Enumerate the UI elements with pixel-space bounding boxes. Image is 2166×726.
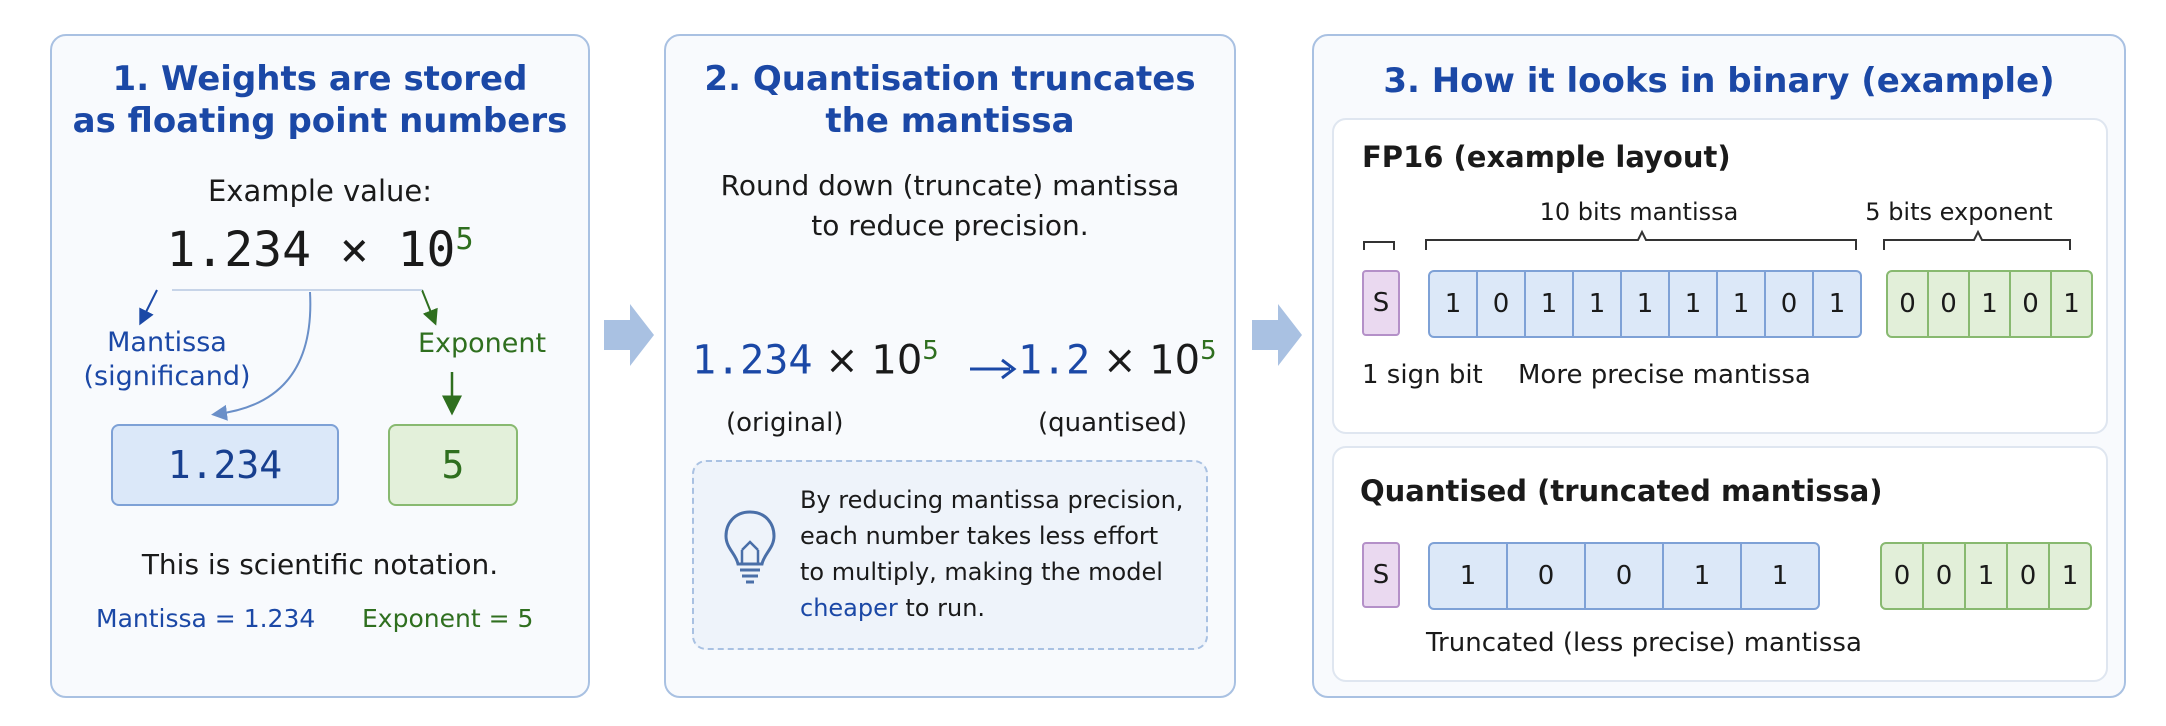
- quantised-mantissa-bit-4: 1: [1662, 542, 1742, 610]
- mantissa-label-line1: Mantissa: [107, 327, 227, 358]
- original-caption: (original): [726, 408, 844, 438]
- example-value-base: 1.234 × 10: [166, 222, 456, 278]
- panel2-description: Round down (truncate) mantissa to reduce…: [666, 166, 1234, 246]
- fp16-sign-caption: 1 sign bit: [1362, 360, 1483, 390]
- fp16-section: FP16 (example layout) 10 bits mantissa 5…: [1332, 118, 2108, 434]
- note-line3: to multiply, making the model: [800, 558, 1163, 586]
- fp16-mantissa-bit-9: 1: [1812, 270, 1862, 338]
- example-label: Example value:: [207, 174, 432, 208]
- panel1-title-line1: 1. Weights are stored: [112, 59, 528, 99]
- quantised-rest: × 10: [1102, 337, 1201, 384]
- example-value-exponent: 5: [455, 222, 474, 257]
- fp16-mantissa-bit-1: 1: [1428, 270, 1478, 338]
- fp16-exponent-bit-4: 0: [2009, 270, 2052, 338]
- fp16-braces: [1363, 229, 2071, 250]
- panel-floating-point: 1. Weights are stored as floating point …: [50, 34, 590, 698]
- quantised-exponent: 5: [1200, 336, 1217, 366]
- panel-binary: 3. How it looks in binary (example) FP16…: [1312, 34, 2126, 698]
- fp16-mantissa-bit-4: 1: [1572, 270, 1622, 338]
- exponent-label: Exponent: [417, 328, 547, 359]
- fp16-exponent-bit-2: 0: [1927, 270, 1970, 338]
- fp16-mantissa-bit-6: 1: [1668, 270, 1718, 338]
- mantissa-equation: Mantissa = 1.234: [96, 604, 316, 633]
- quantised-mantissa: 1.2: [1018, 337, 1091, 384]
- scientific-notation-note: This is scientific notation.: [141, 548, 499, 581]
- panel-quantisation: 2. Quantisation truncates the mantissa R…: [664, 34, 1236, 698]
- note-tail: to run.: [905, 594, 986, 622]
- note-line4: cheaper to run.: [800, 590, 1183, 626]
- panel2-desc-line1: Round down (truncate) mantissa: [720, 169, 1180, 202]
- fp16-mantissa-bit-7: 1: [1716, 270, 1766, 338]
- mantissa-curve-arrow: [211, 291, 312, 421]
- quantised-mantissa-bit-2: 0: [1506, 542, 1586, 610]
- fp16-mantissa-bit-2: 0: [1476, 270, 1526, 338]
- mantissa-pointer-arrow: [139, 289, 158, 326]
- quantised-exponent-bit-5: 1: [2048, 542, 2092, 610]
- original-rest: × 10: [825, 337, 923, 384]
- fp16-mantissa-bit-8: 0: [1764, 270, 1814, 338]
- original-value: 1.234 × 105: [692, 336, 939, 383]
- fp16-mantissa-caption: More precise mantissa: [1518, 360, 1811, 390]
- mantissa-label-line2: (significand): [83, 361, 251, 392]
- panel3-title: 3. How it looks in binary (example): [1383, 61, 2055, 101]
- exponent-equation: Exponent = 5: [362, 604, 534, 633]
- panel1-title-line2: as floating point numbers: [72, 101, 568, 141]
- exponent-box: 5: [388, 424, 518, 506]
- fp16-mantissa-bit-3: 1: [1524, 270, 1574, 338]
- panel1-title: 1. Weights are stored as floating point …: [52, 58, 588, 142]
- mantissa-label: Mantissa (significand): [72, 326, 262, 394]
- quantised-value: 1.2 × 105: [1018, 336, 1217, 383]
- transform-arrow-icon: [970, 358, 1017, 380]
- quantised-heading: Quantised (truncated mantissa): [1360, 474, 1883, 508]
- mantissa-box: 1.234: [111, 424, 339, 506]
- fp16-exponent-bit-1: 0: [1886, 270, 1929, 338]
- panel2-title-line2: the mantissa: [825, 101, 1075, 141]
- lightbulb-icon: [724, 510, 776, 584]
- fp16-mantissa-brace-label: 10 bits mantissa: [1539, 198, 1739, 226]
- panel2-title-line1: 2. Quantisation truncates: [704, 59, 1196, 99]
- note-line1: By reducing mantissa precision,: [800, 486, 1184, 514]
- quantised-exponent-bit-4: 0: [2006, 542, 2050, 610]
- quantised-mantissa-bit-3: 0: [1584, 542, 1664, 610]
- panel2-desc-line2: to reduce precision.: [811, 209, 1089, 242]
- quantised-mantissa-bit-1: 1: [1428, 542, 1508, 610]
- example-value: 1.234 × 105: [52, 222, 588, 278]
- panel1-connector-arrows: [139, 289, 462, 421]
- fp16-sign-bit: S: [1362, 270, 1400, 336]
- quantised-exponent-bit-3: 1: [1964, 542, 2008, 610]
- note-line2: each number takes less effort: [800, 522, 1159, 550]
- original-mantissa: 1.234: [692, 337, 813, 384]
- step-arrow-icon-2: [1252, 304, 1302, 366]
- fp16-exponent-brace-label: 5 bits exponent: [1865, 198, 2053, 226]
- panel2-title: 2. Quantisation truncates the mantissa: [666, 58, 1234, 142]
- fp16-heading: FP16 (example layout): [1362, 140, 1731, 174]
- fp16-exponent-bit-3: 1: [1968, 270, 2011, 338]
- note-box: By reducing mantissa precision, each num…: [692, 460, 1208, 650]
- quantised-caption: (quantised): [1038, 408, 1188, 438]
- fp16-mantissa-bit-5: 1: [1620, 270, 1670, 338]
- quantised-mantissa-bit-5: 1: [1740, 542, 1820, 610]
- note-highlight: cheaper: [800, 594, 898, 622]
- note-text: By reducing mantissa precision, each num…: [800, 482, 1183, 626]
- original-exponent: 5: [922, 336, 939, 366]
- fp16-exponent-bit-5: 1: [2050, 270, 2093, 338]
- step-arrow-icon: [604, 304, 654, 366]
- quantised-exponent-bit-2: 0: [1922, 542, 1966, 610]
- exponent-pointer-arrow: [421, 289, 438, 326]
- quantised-exponent-bit-1: 0: [1880, 542, 1924, 610]
- quantised-mantissa-caption: Truncated (less precise) mantissa: [1426, 628, 1862, 658]
- quantised-sign-bit: S: [1362, 542, 1400, 608]
